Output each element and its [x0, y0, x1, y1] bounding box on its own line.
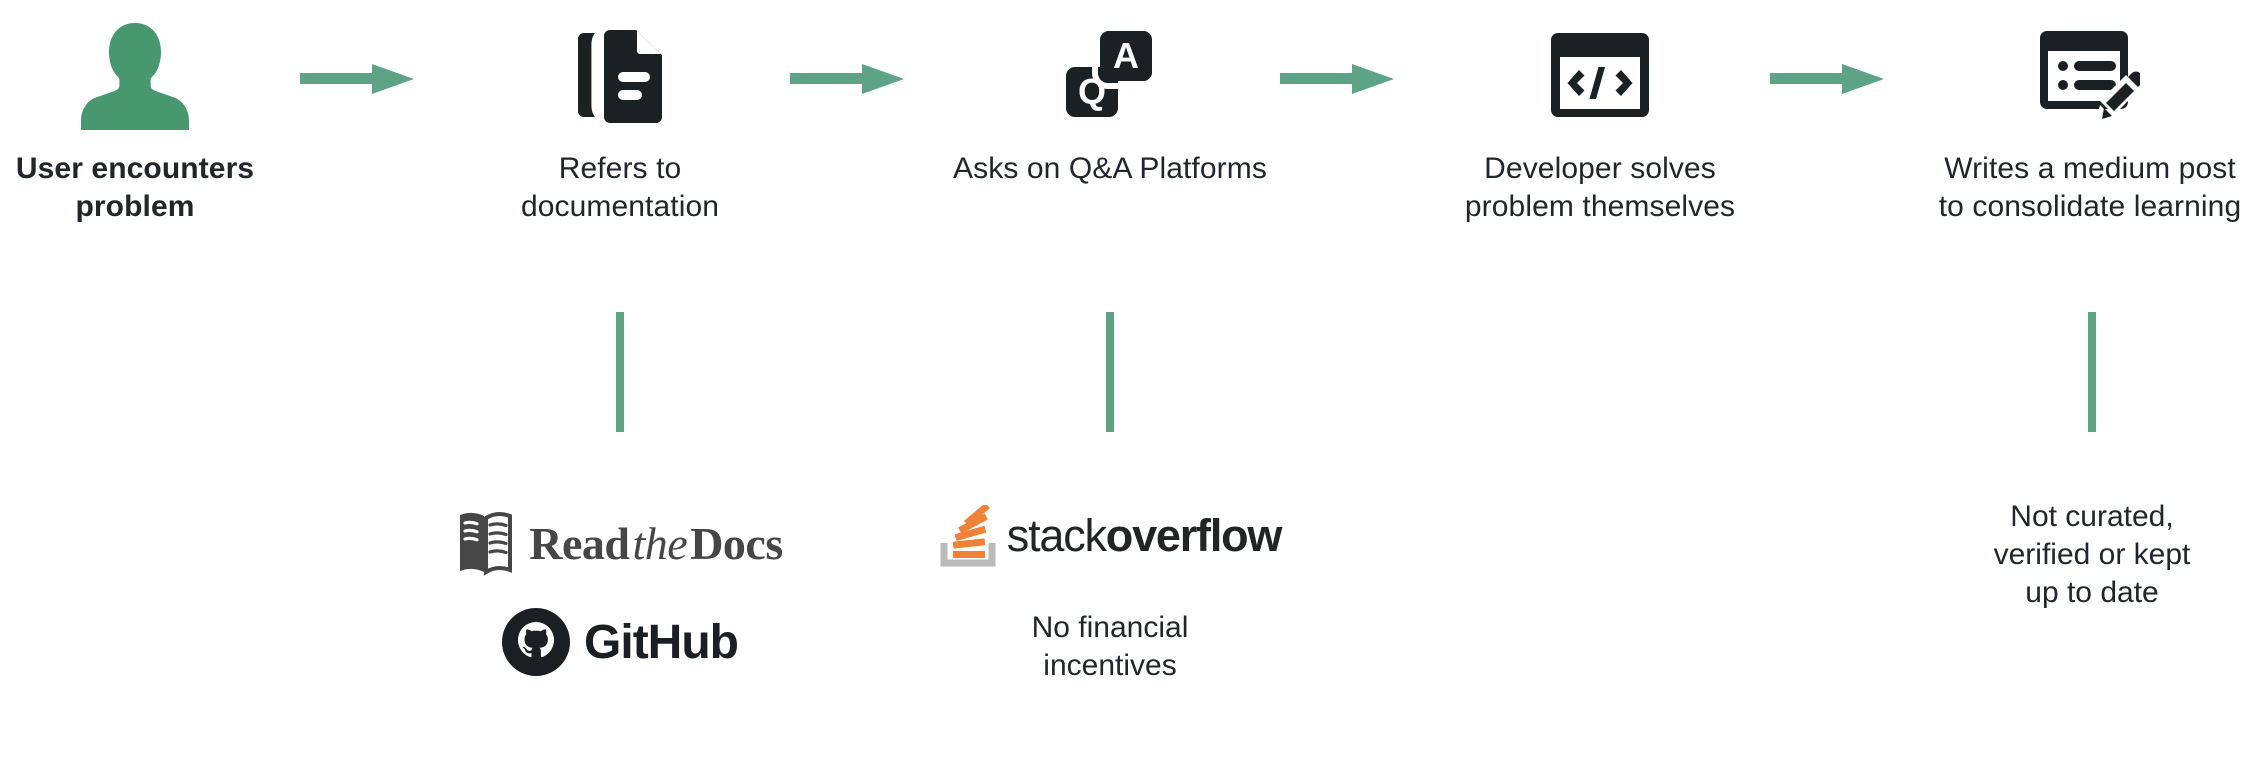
svg-text:A: A	[1113, 35, 1139, 76]
flow-step-label: User encounters problem	[15, 152, 255, 223]
arrow-1	[300, 62, 418, 96]
flow-step-label: Writes a medium post to consolidate lear…	[1938, 152, 2242, 223]
flow-step-label: Refers to documentation	[520, 152, 720, 223]
flow-step-user-encounters-problem[interactable]: User encounters problem	[0, 0, 355, 226]
medium-post-note: Not curated, verified or kept up to date	[1993, 500, 2191, 609]
flow-step-developer-solves-problem[interactable]: Developer solves problem themselves	[1380, 0, 1820, 226]
connector-documentation	[616, 312, 624, 432]
connector-qa-platforms	[1106, 312, 1114, 432]
open-book-icon	[457, 510, 515, 576]
stack-overflow-wordmark: stackoverflow	[1006, 510, 1283, 561]
code-window-icon	[1380, 0, 1820, 150]
write-post-icon	[1870, 0, 2264, 150]
arrow-2	[790, 62, 908, 96]
read-the-docs-logo[interactable]: ReadtheDocs	[400, 510, 840, 576]
stack-overflow-logo[interactable]: stackoverflow	[890, 505, 1330, 567]
read-the-docs-wordmark: ReadtheDocs	[529, 517, 783, 569]
github-wordmark: GitHub	[584, 615, 739, 669]
flow-step-label: Asks on Q&A Platforms	[953, 152, 1267, 185]
flow-step-refers-to-documentation[interactable]: Refers to documentation	[400, 0, 840, 226]
github-logo[interactable]: GitHub	[400, 608, 840, 676]
flow-step-writes-medium-post[interactable]: Writes a medium post to consolidate lear…	[1870, 0, 2264, 226]
arrow-3	[1280, 62, 1398, 96]
user-silhouette-icon	[0, 0, 355, 150]
qa-platform-logos: stackoverflow No financial incentives	[890, 505, 1330, 685]
question-answer-icon: Q A	[890, 0, 1330, 150]
svg-text:Q: Q	[1078, 71, 1106, 112]
flow-step-asks-on-qa-platforms[interactable]: Q A Asks on Q&A Platforms	[890, 0, 1330, 188]
stack-overflow-tray-icon	[939, 505, 997, 567]
flow-step-label: Developer solves problem themselves	[1464, 152, 1736, 223]
arrow-4	[1770, 62, 1888, 96]
medium-post-note-block: Not curated, verified or kept up to date	[1872, 498, 2264, 612]
document-page-icon	[400, 0, 840, 150]
github-octocat-icon	[502, 608, 571, 676]
connector-medium-post	[2088, 312, 2096, 432]
documentation-logos: ReadtheDocs GitHub	[400, 510, 840, 676]
qa-platform-note: No financial incentives	[1031, 611, 1189, 682]
